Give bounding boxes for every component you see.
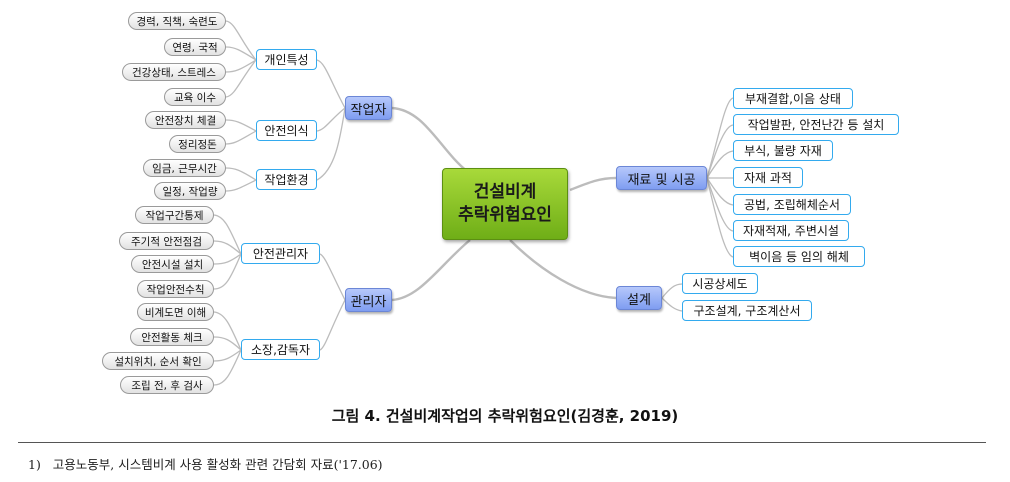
- leaf-personal-4: 교육 이수: [164, 88, 226, 106]
- sub-supervisor: 소장,감독자: [241, 339, 320, 360]
- leaf-personal-1: 경력, 직책, 숙련도: [128, 12, 226, 30]
- leaf-safemgr-4: 작업안전수칙: [137, 280, 214, 298]
- sub-safety-manager: 안전관리자: [241, 243, 320, 264]
- material-item-5: 공법, 조립해체순서: [733, 194, 851, 215]
- link-center-material: [569, 176, 617, 192]
- design-item-1: 시공상세도: [682, 273, 758, 294]
- link-worker-env: [316, 107, 346, 181]
- leaf-supervisor-1: 비계도면 이해: [137, 303, 214, 321]
- branch-material: 재료 및 시공: [616, 166, 707, 190]
- center-title-line1: 건설비계: [473, 182, 537, 202]
- connector-lines: [213, 20, 734, 386]
- leaf-env-1: 임금, 근무시간: [143, 159, 226, 177]
- material-item-1: 부재결합,이음 상태: [733, 88, 853, 109]
- leaf-personal-2: 연령, 국적: [164, 38, 226, 56]
- leaf-supervisor-3: 설치위치, 순서 확인: [102, 352, 214, 370]
- link-center-design: [509, 239, 617, 300]
- leaf-safemgr-2: 주기적 안전점검: [119, 232, 214, 250]
- material-item-6: 자재적재, 주변시설: [733, 220, 849, 241]
- leaf-safemgr-1: 작업구간통제: [135, 206, 214, 224]
- link-center-worker: [391, 106, 469, 173]
- material-item-4: 자재 과적: [733, 167, 803, 188]
- leaf-env-2: 일정, 작업량: [154, 182, 226, 200]
- center-topic: 건설비계 추락위험요인: [442, 168, 568, 240]
- leaf-safemgr-3: 안전시설 설치: [131, 255, 214, 273]
- leaf-supervisor-4: 조립 전, 후 검사: [120, 376, 214, 394]
- leaf-supervisor-2: 안전활동 체크: [130, 328, 214, 346]
- branch-design: 설계: [616, 286, 662, 310]
- footnote-divider: [18, 442, 986, 443]
- mind-map: 건설비계 추락위험요인 작업자 개인특성 경력, 직책, 숙련도 연령, 국적 …: [102, 12, 899, 394]
- leaf-safety-1: 안전장치 체결: [145, 111, 226, 129]
- branch-worker: 작업자: [345, 96, 392, 120]
- link-center-manager: [391, 239, 471, 302]
- material-item-7: 벽이음 등 임의 해체: [733, 246, 865, 267]
- leaf-safety-2: 정리정돈: [169, 135, 226, 153]
- sub-work-env: 작업환경: [256, 169, 317, 190]
- sub-personal: 개인특성: [256, 49, 317, 70]
- branch-manager: 관리자: [345, 288, 392, 312]
- leaf-personal-3: 건강상태, 스트레스: [122, 63, 226, 81]
- link-worker-safety: [316, 107, 346, 132]
- material-item-2: 작업발판, 안전난간 등 설치: [733, 114, 899, 135]
- link-worker-personal: [316, 59, 346, 109]
- design-item-2: 구조설계, 구조계산서: [682, 300, 812, 321]
- material-item-3: 부식, 불량 자재: [733, 140, 833, 161]
- footnote: 1) 고용노동부, 시스템비계 사용 활성화 관련 간담회 자료('17.06): [28, 457, 383, 472]
- center-title-line2: 추락위험요인: [458, 205, 552, 225]
- figure-caption: 그림 4. 건설비계작업의 추락위험요인(김경훈, 2019): [331, 407, 679, 425]
- sub-safety-awareness: 안전의식: [256, 120, 317, 141]
